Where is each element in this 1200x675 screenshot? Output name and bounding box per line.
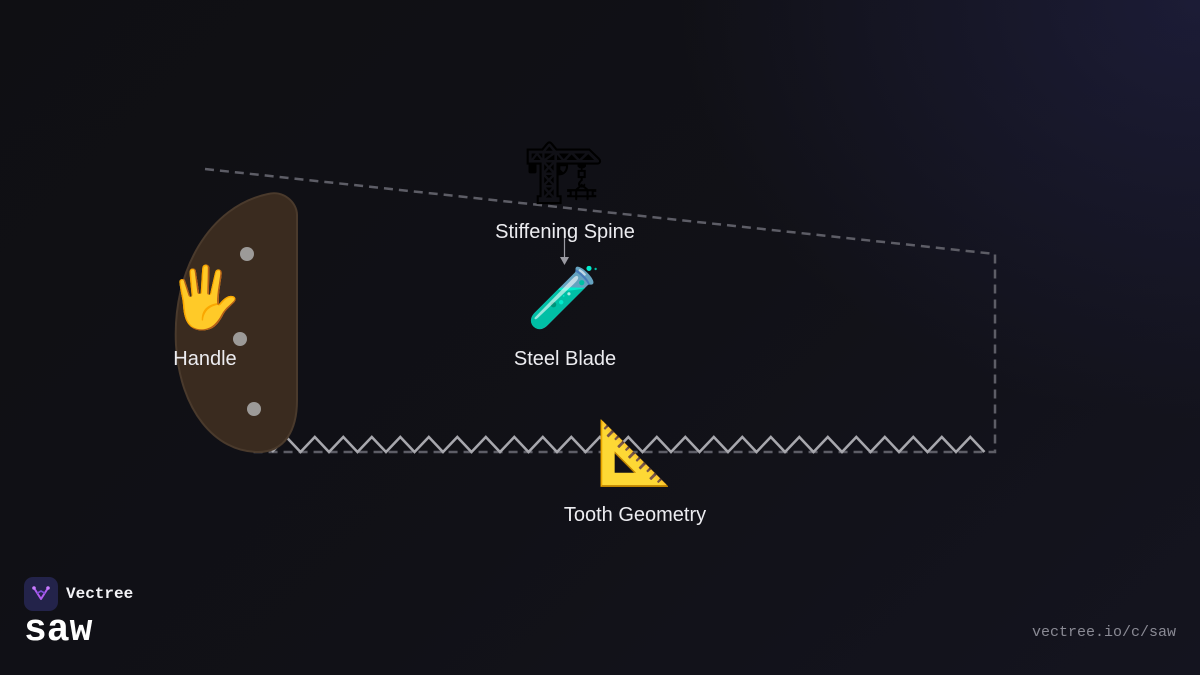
handle-rivet [233, 332, 247, 346]
raised-hand-icon: 🖐 [167, 263, 243, 333]
node-label-handle: Handle [173, 348, 237, 370]
handle-rivet [240, 247, 254, 261]
node-label-stiffening-spine: Stiffening Spine [495, 221, 635, 243]
node-label-tooth-geometry: Tooth Geometry [563, 504, 707, 526]
saw-teeth [271, 435, 986, 454]
triangular-ruler-icon: 📐 [596, 416, 674, 489]
node-label-steel-blade: Steel Blade [513, 348, 617, 370]
vectree-logo-mark [32, 586, 50, 600]
test-tube-icon: 🧪 [526, 263, 602, 333]
handle-rivet [247, 402, 261, 416]
handle-shape [174, 192, 298, 454]
brand-name: Vectree [66, 585, 134, 603]
construction-crane-icon: 🏗 [524, 136, 604, 209]
page-title: saw [24, 609, 93, 652]
vectree-logo-icon [24, 577, 58, 611]
edge-arrowhead [560, 257, 569, 265]
page-url[interactable]: vectree.io/c/saw [1031, 624, 1176, 641]
brand: Vectree [24, 577, 133, 611]
blade-outline [204, 167, 997, 454]
